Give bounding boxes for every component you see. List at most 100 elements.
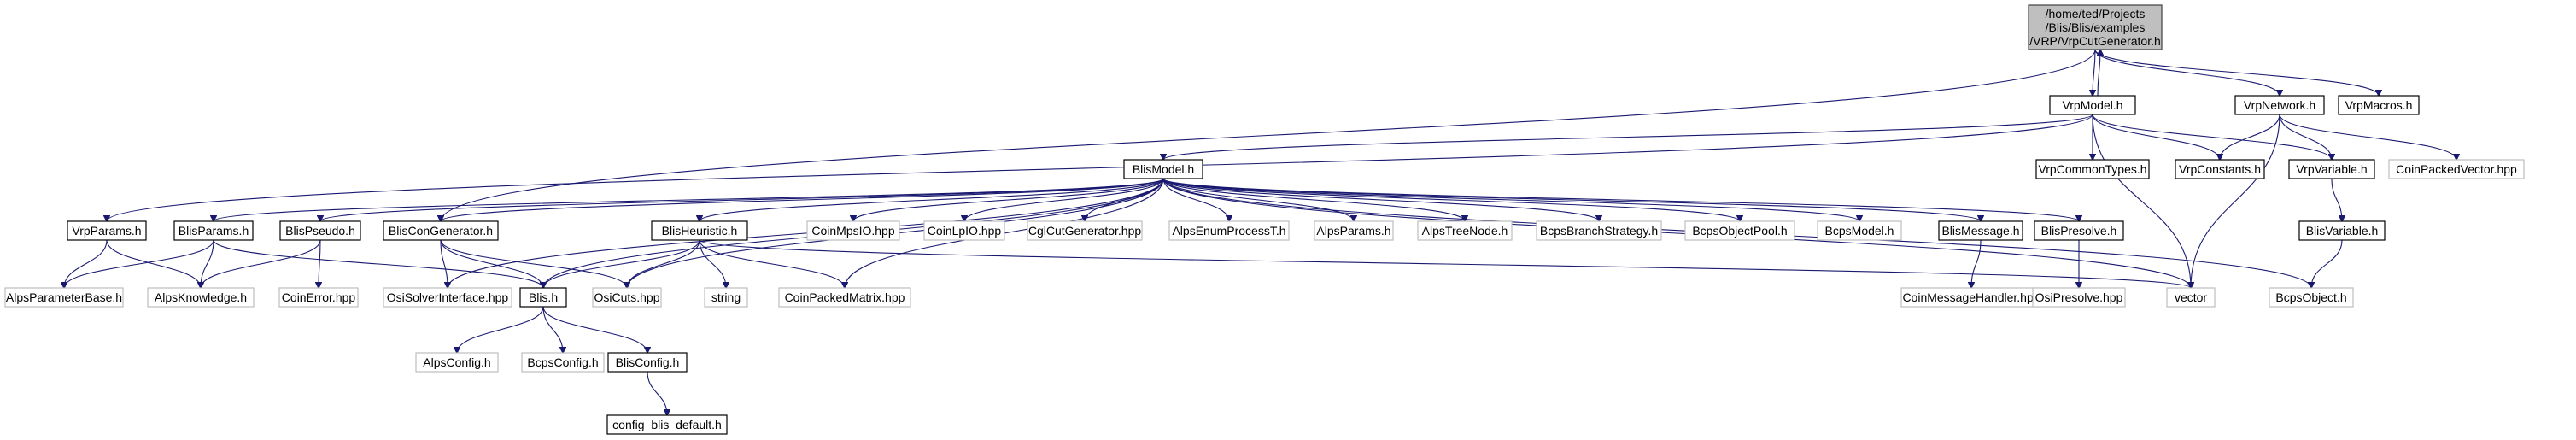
node-box bbox=[147, 287, 255, 308]
node-box bbox=[1536, 220, 1662, 241]
edge-VrpVariable-to-BlisVariable bbox=[2331, 178, 2342, 221]
node-CoinLpIO: CoinLpIO.hpp bbox=[923, 220, 1005, 241]
node-label: BcpsObjectPool.h bbox=[1692, 224, 1787, 238]
node-box bbox=[2338, 95, 2420, 115]
node-BlisParams[interactable]: BlisParams.h bbox=[173, 220, 254, 241]
edge-BlisConfig-to-config_blis_default bbox=[647, 371, 667, 415]
node-vector: vector bbox=[2166, 287, 2216, 308]
node-label: CoinPackedMatrix.hpp bbox=[785, 290, 905, 304]
node-box bbox=[2034, 220, 2124, 241]
node-box bbox=[923, 220, 1005, 241]
node-CoinPackedMatrix: CoinPackedMatrix.hpp bbox=[778, 287, 911, 308]
node-label: AlpsTreeNode.h bbox=[1422, 224, 1508, 238]
node-BcpsBranchStrategy: BcpsBranchStrategy.h bbox=[1536, 220, 1662, 241]
edge-BlisParams-to-BlisH bbox=[213, 239, 543, 288]
node-VrpParams[interactable]: VrpParams.h bbox=[67, 220, 147, 241]
node-config_blis_default[interactable]: config_blis_default.h bbox=[606, 414, 728, 435]
node-box bbox=[4, 287, 124, 308]
node-label: BlisHeuristic.h bbox=[662, 224, 738, 238]
node-BlisConGenerator[interactable]: BlisConGenerator.h bbox=[383, 220, 499, 241]
node-BcpsConfig: BcpsConfig.h bbox=[521, 352, 605, 373]
node-VrpCommonTypes[interactable]: VrpCommonTypes.h bbox=[2035, 159, 2150, 179]
node-AlpsKnowledge: AlpsKnowledge.h bbox=[147, 287, 255, 308]
node-BcpsObjectPool: BcpsObjectPool.h bbox=[1684, 220, 1795, 241]
node-box bbox=[2028, 4, 2163, 50]
edge-BlisModel-to-BlisMessage bbox=[1162, 178, 1981, 221]
node-label: /VRP/VrpCutGenerator.h bbox=[2029, 34, 2161, 48]
node-label: Blis.h bbox=[529, 290, 558, 304]
edge-BlisModel-to-BcpsModel bbox=[1162, 178, 1859, 221]
node-OsiPresolve: OsiPresolve.hpp bbox=[2032, 287, 2126, 308]
node-box bbox=[1314, 220, 1394, 241]
edge-root-to-VrpModel bbox=[2093, 49, 2095, 96]
node-label: VrpCommonTypes.h bbox=[2038, 162, 2146, 176]
node-BcpsObject: BcpsObject.h bbox=[2269, 287, 2354, 308]
node-VrpMacros[interactable]: VrpMacros.h bbox=[2338, 95, 2420, 115]
edge-VrpNetwork-to-CoinPackedVector bbox=[2279, 114, 2456, 160]
edge-BlisHeuristic-to-OsiCuts bbox=[627, 239, 700, 288]
node-BlisMessage[interactable]: BlisMessage.h bbox=[1938, 220, 2023, 241]
node-root[interactable]: /home/ted/Projects/Blis/Blis/examples/VR… bbox=[2028, 4, 2163, 50]
node-AlpsEnumProcessT: AlpsEnumProcessT.h bbox=[1168, 220, 1290, 241]
edge-BlisModel-to-BlisPresolve bbox=[1162, 178, 2079, 221]
edge-BlisH-to-BcpsConfig bbox=[542, 306, 563, 353]
node-label: AlpsEnumProcessT.h bbox=[1172, 224, 1285, 238]
node-label: CoinMessageHandler.hpp bbox=[1902, 290, 2040, 304]
edge-VrpModel-to-vector bbox=[2092, 114, 2191, 288]
node-box bbox=[2288, 159, 2375, 179]
edge-VrpNetwork-to-VrpConstants bbox=[2220, 114, 2280, 160]
node-OsiSolverInterface: OsiSolverInterface.hpp bbox=[383, 287, 512, 308]
node-label: BlisConGenerator.h bbox=[389, 224, 493, 238]
edge-BlisModel-to-BlisConGenerator bbox=[441, 178, 1164, 221]
edge-BlisHeuristic-to-CoinPackedMatrix bbox=[699, 239, 845, 288]
node-VrpVariable[interactable]: VrpVariable.h bbox=[2288, 159, 2375, 179]
edge-BlisParams-to-AlpsKnowledge bbox=[201, 239, 214, 288]
node-label: VrpNetwork.h bbox=[2244, 98, 2315, 112]
node-BlisPresolve[interactable]: BlisPresolve.h bbox=[2034, 220, 2124, 241]
node-VrpConstants[interactable]: VrpConstants.h bbox=[2175, 159, 2265, 179]
node-label: /Blis/Blis/examples bbox=[2046, 21, 2146, 34]
node-BlisModel[interactable]: BlisModel.h bbox=[1123, 159, 1203, 179]
node-BlisHeuristic[interactable]: BlisHeuristic.h bbox=[651, 220, 748, 241]
node-BlisH[interactable]: Blis.h bbox=[519, 287, 567, 308]
node-label: BlisModel.h bbox=[1133, 162, 1194, 176]
edge-BlisModel-to-BlisParams bbox=[214, 178, 1164, 221]
edge-BlisModel-to-AlpsEnumProcessT bbox=[1162, 178, 1229, 221]
node-BlisConfig[interactable]: BlisConfig.h bbox=[607, 352, 688, 373]
node-AlpsParameterBase: AlpsParameterBase.h bbox=[4, 287, 124, 308]
node-box bbox=[1123, 159, 1203, 179]
node-CoinPackedVector: CoinPackedVector.hpp bbox=[2388, 159, 2525, 179]
node-box bbox=[1684, 220, 1795, 241]
edge-BlisModel-to-CoinMpsIO bbox=[853, 178, 1164, 221]
edge-VrpNetwork-to-vector bbox=[2191, 114, 2280, 288]
node-label: CoinLpIO.hpp bbox=[928, 224, 1002, 238]
node-VrpNetwork[interactable]: VrpNetwork.h bbox=[2234, 95, 2325, 115]
node-label: VrpModel.h bbox=[2062, 98, 2122, 112]
node-VrpModel[interactable]: VrpModel.h bbox=[2049, 95, 2136, 115]
node-label: CoinPackedVector.hpp bbox=[2396, 162, 2517, 176]
edge-BlisConGenerator-to-OsiSolverInterface bbox=[440, 239, 448, 288]
node-BlisPseudo[interactable]: BlisPseudo.h bbox=[279, 220, 361, 241]
edge-BlisModel-to-BlisHeuristic bbox=[700, 178, 1164, 221]
edge-BlisHeuristic-to-BlisH bbox=[543, 239, 700, 288]
edge-VrpModel-to-VrpConstants bbox=[2092, 114, 2220, 160]
node-string: string bbox=[704, 287, 748, 308]
node-OsiCuts: OsiCuts.hpp bbox=[592, 287, 662, 308]
node-BlisVariable[interactable]: BlisVariable.h bbox=[2298, 220, 2386, 241]
node-label: AlpsParameterBase.h bbox=[6, 290, 122, 304]
edge-BlisModel-to-BcpsObjectPool bbox=[1162, 178, 1740, 221]
node-label: VrpMacros.h bbox=[2345, 98, 2413, 112]
node-box bbox=[2269, 287, 2354, 308]
node-box bbox=[2234, 95, 2325, 115]
node-BcpsModel: BcpsModel.h bbox=[1817, 220, 1902, 241]
node-box bbox=[592, 287, 662, 308]
edge-VrpModel-to-BlisModel bbox=[1163, 114, 2093, 160]
node-box bbox=[279, 220, 361, 241]
node-box bbox=[651, 220, 748, 241]
node-label: CoinError.hpp bbox=[282, 290, 356, 304]
node-label: CglCutGenerator.hpp bbox=[1028, 224, 1142, 238]
node-box bbox=[704, 287, 748, 308]
edge-root-to-VrpNetwork bbox=[2094, 49, 2280, 96]
node-CoinMpsIO: CoinMpsIO.hpp bbox=[806, 220, 900, 241]
